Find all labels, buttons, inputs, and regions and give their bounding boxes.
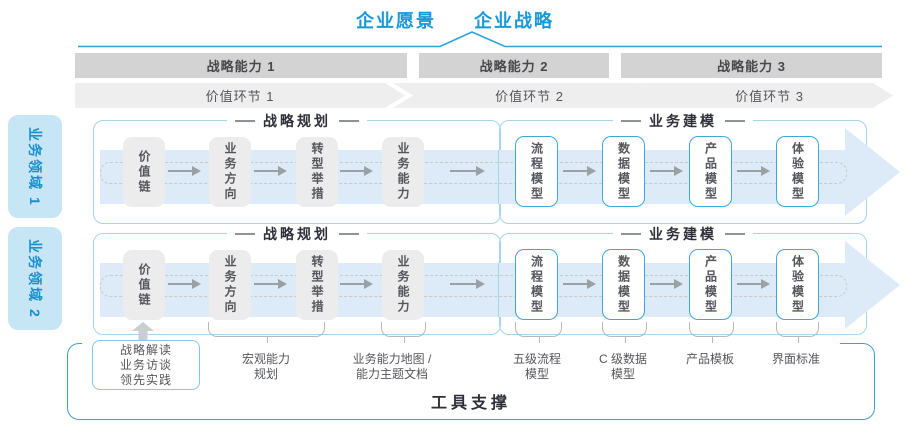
value-segment-1: 价值环节 1 — [75, 83, 405, 108]
domain-1-label: 业务领域 1 — [27, 126, 43, 207]
page-title: 企业愿景 企业战略 — [0, 7, 910, 33]
r2-strategy-header: 战略规划 — [227, 224, 367, 244]
r2-flow-arrowhead-icon — [845, 241, 900, 329]
vision-connector-line — [78, 31, 882, 48]
arrow-right-icon — [340, 166, 373, 176]
header-line-icon — [621, 120, 641, 122]
note-ui-standard: 界面标准 — [771, 352, 821, 366]
brace-product — [689, 322, 734, 343]
r1-modeling-header: 业务建模 — [613, 111, 753, 131]
r1-box-product-model: 产品模型 — [689, 136, 732, 207]
r2-box-value-chain: 价值链 — [123, 250, 165, 320]
note-product-template: 产品模板 — [685, 352, 735, 366]
brace-macro — [208, 322, 325, 343]
arrow-right-icon — [340, 279, 373, 289]
annotation-backdrop — [82, 340, 840, 392]
header-line-icon — [235, 120, 255, 122]
r2-strategy-header-label: 战略规划 — [263, 226, 331, 242]
sidebar-item-domain-1: 业务领域 1 — [8, 115, 62, 218]
r1-strategy-header-label: 战略规划 — [263, 113, 331, 129]
r2-box-business-capability: 业务能力 — [382, 250, 424, 320]
arrow-right-icon — [563, 166, 596, 176]
brace-process — [515, 322, 562, 343]
r1-strategy-header: 战略规划 — [227, 111, 367, 131]
practice-box: 战略解读 业务访谈 领先实践 — [92, 340, 200, 390]
r1-modeling-header-label: 业务建模 — [649, 113, 717, 129]
arrow-right-icon — [254, 166, 287, 176]
r2-box-transformation: 转型举措 — [296, 250, 338, 320]
value-segment-3: 价值环节 3 — [638, 83, 893, 108]
r1-dashed-track — [100, 162, 847, 184]
note-data-model: C 级数据 模型 — [598, 352, 648, 381]
header-line-icon — [339, 233, 359, 235]
r1-box-process-model: 流程模型 — [515, 136, 558, 207]
note-capability-map: 业务能力地图 / 能力主题文档 — [352, 352, 432, 381]
r2-box-data-model: 数据模型 — [602, 249, 645, 320]
arrow-right-icon — [450, 279, 485, 289]
brace-capability-map — [381, 322, 426, 343]
r1-box-business-capability: 业务能力 — [382, 137, 424, 207]
header-line-icon — [235, 233, 255, 235]
r2-box-experience-model: 体验模型 — [776, 249, 819, 320]
note-macro-capability: 宏观能力 规划 — [241, 352, 291, 381]
capability-segment-3: 战略能力 3 — [621, 53, 882, 78]
brace-data — [602, 322, 647, 343]
arrow-right-icon — [168, 166, 201, 176]
header-line-icon — [725, 233, 745, 235]
r1-box-business-direction: 业务方向 — [209, 137, 251, 207]
r2-box-process-model: 流程模型 — [515, 249, 558, 320]
sidebar-item-domain-2: 业务领域 2 — [8, 227, 62, 330]
r1-section-divider — [498, 150, 499, 204]
arrow-right-icon — [650, 166, 683, 176]
value-segment-2: 价值环节 2 — [393, 83, 658, 108]
r2-strategy-planning-panel: 战略规划 — [93, 224, 501, 335]
r1-box-data-model: 数据模型 — [602, 136, 645, 207]
r2-modeling-header: 业务建模 — [613, 224, 753, 244]
r2-modeling-header-label: 业务建模 — [649, 226, 717, 242]
domain-2-label: 业务领域 2 — [27, 238, 43, 319]
strategy-title: 企业战略 — [474, 11, 554, 31]
capability-segment-2: 战略能力 2 — [419, 53, 609, 78]
header-line-icon — [339, 120, 359, 122]
r1-business-modeling-panel: 业务建模 — [499, 111, 867, 224]
r1-box-value-chain: 价值链 — [123, 137, 165, 207]
arrow-right-icon — [737, 279, 770, 289]
arrow-right-icon — [737, 166, 770, 176]
header-line-icon — [621, 233, 641, 235]
r2-box-product-model: 产品模型 — [689, 249, 732, 320]
vision-title: 企业愿景 — [356, 11, 436, 31]
brace-ui — [776, 322, 819, 343]
header-line-icon — [725, 120, 745, 122]
arrow-right-icon — [650, 279, 683, 289]
r1-flow-arrowhead-icon — [845, 128, 900, 216]
r2-dashed-track — [100, 275, 847, 297]
r1-strategy-planning-panel: 战略规划 — [93, 111, 501, 224]
up-arrow-icon — [132, 322, 154, 340]
arrow-right-icon — [563, 279, 596, 289]
capability-segment-1: 战略能力 1 — [75, 53, 407, 78]
r2-section-divider — [498, 263, 499, 317]
r1-box-transformation: 转型举措 — [296, 137, 338, 207]
arrow-right-icon — [168, 279, 201, 289]
arrow-right-icon — [450, 166, 485, 176]
r1-box-experience-model: 体验模型 — [776, 136, 819, 207]
note-process-model: 五级流程 模型 — [512, 352, 562, 381]
r2-box-business-direction: 业务方向 — [209, 250, 251, 320]
tool-support-label: 工具支撑 — [430, 395, 511, 412]
arrow-right-icon — [254, 279, 287, 289]
